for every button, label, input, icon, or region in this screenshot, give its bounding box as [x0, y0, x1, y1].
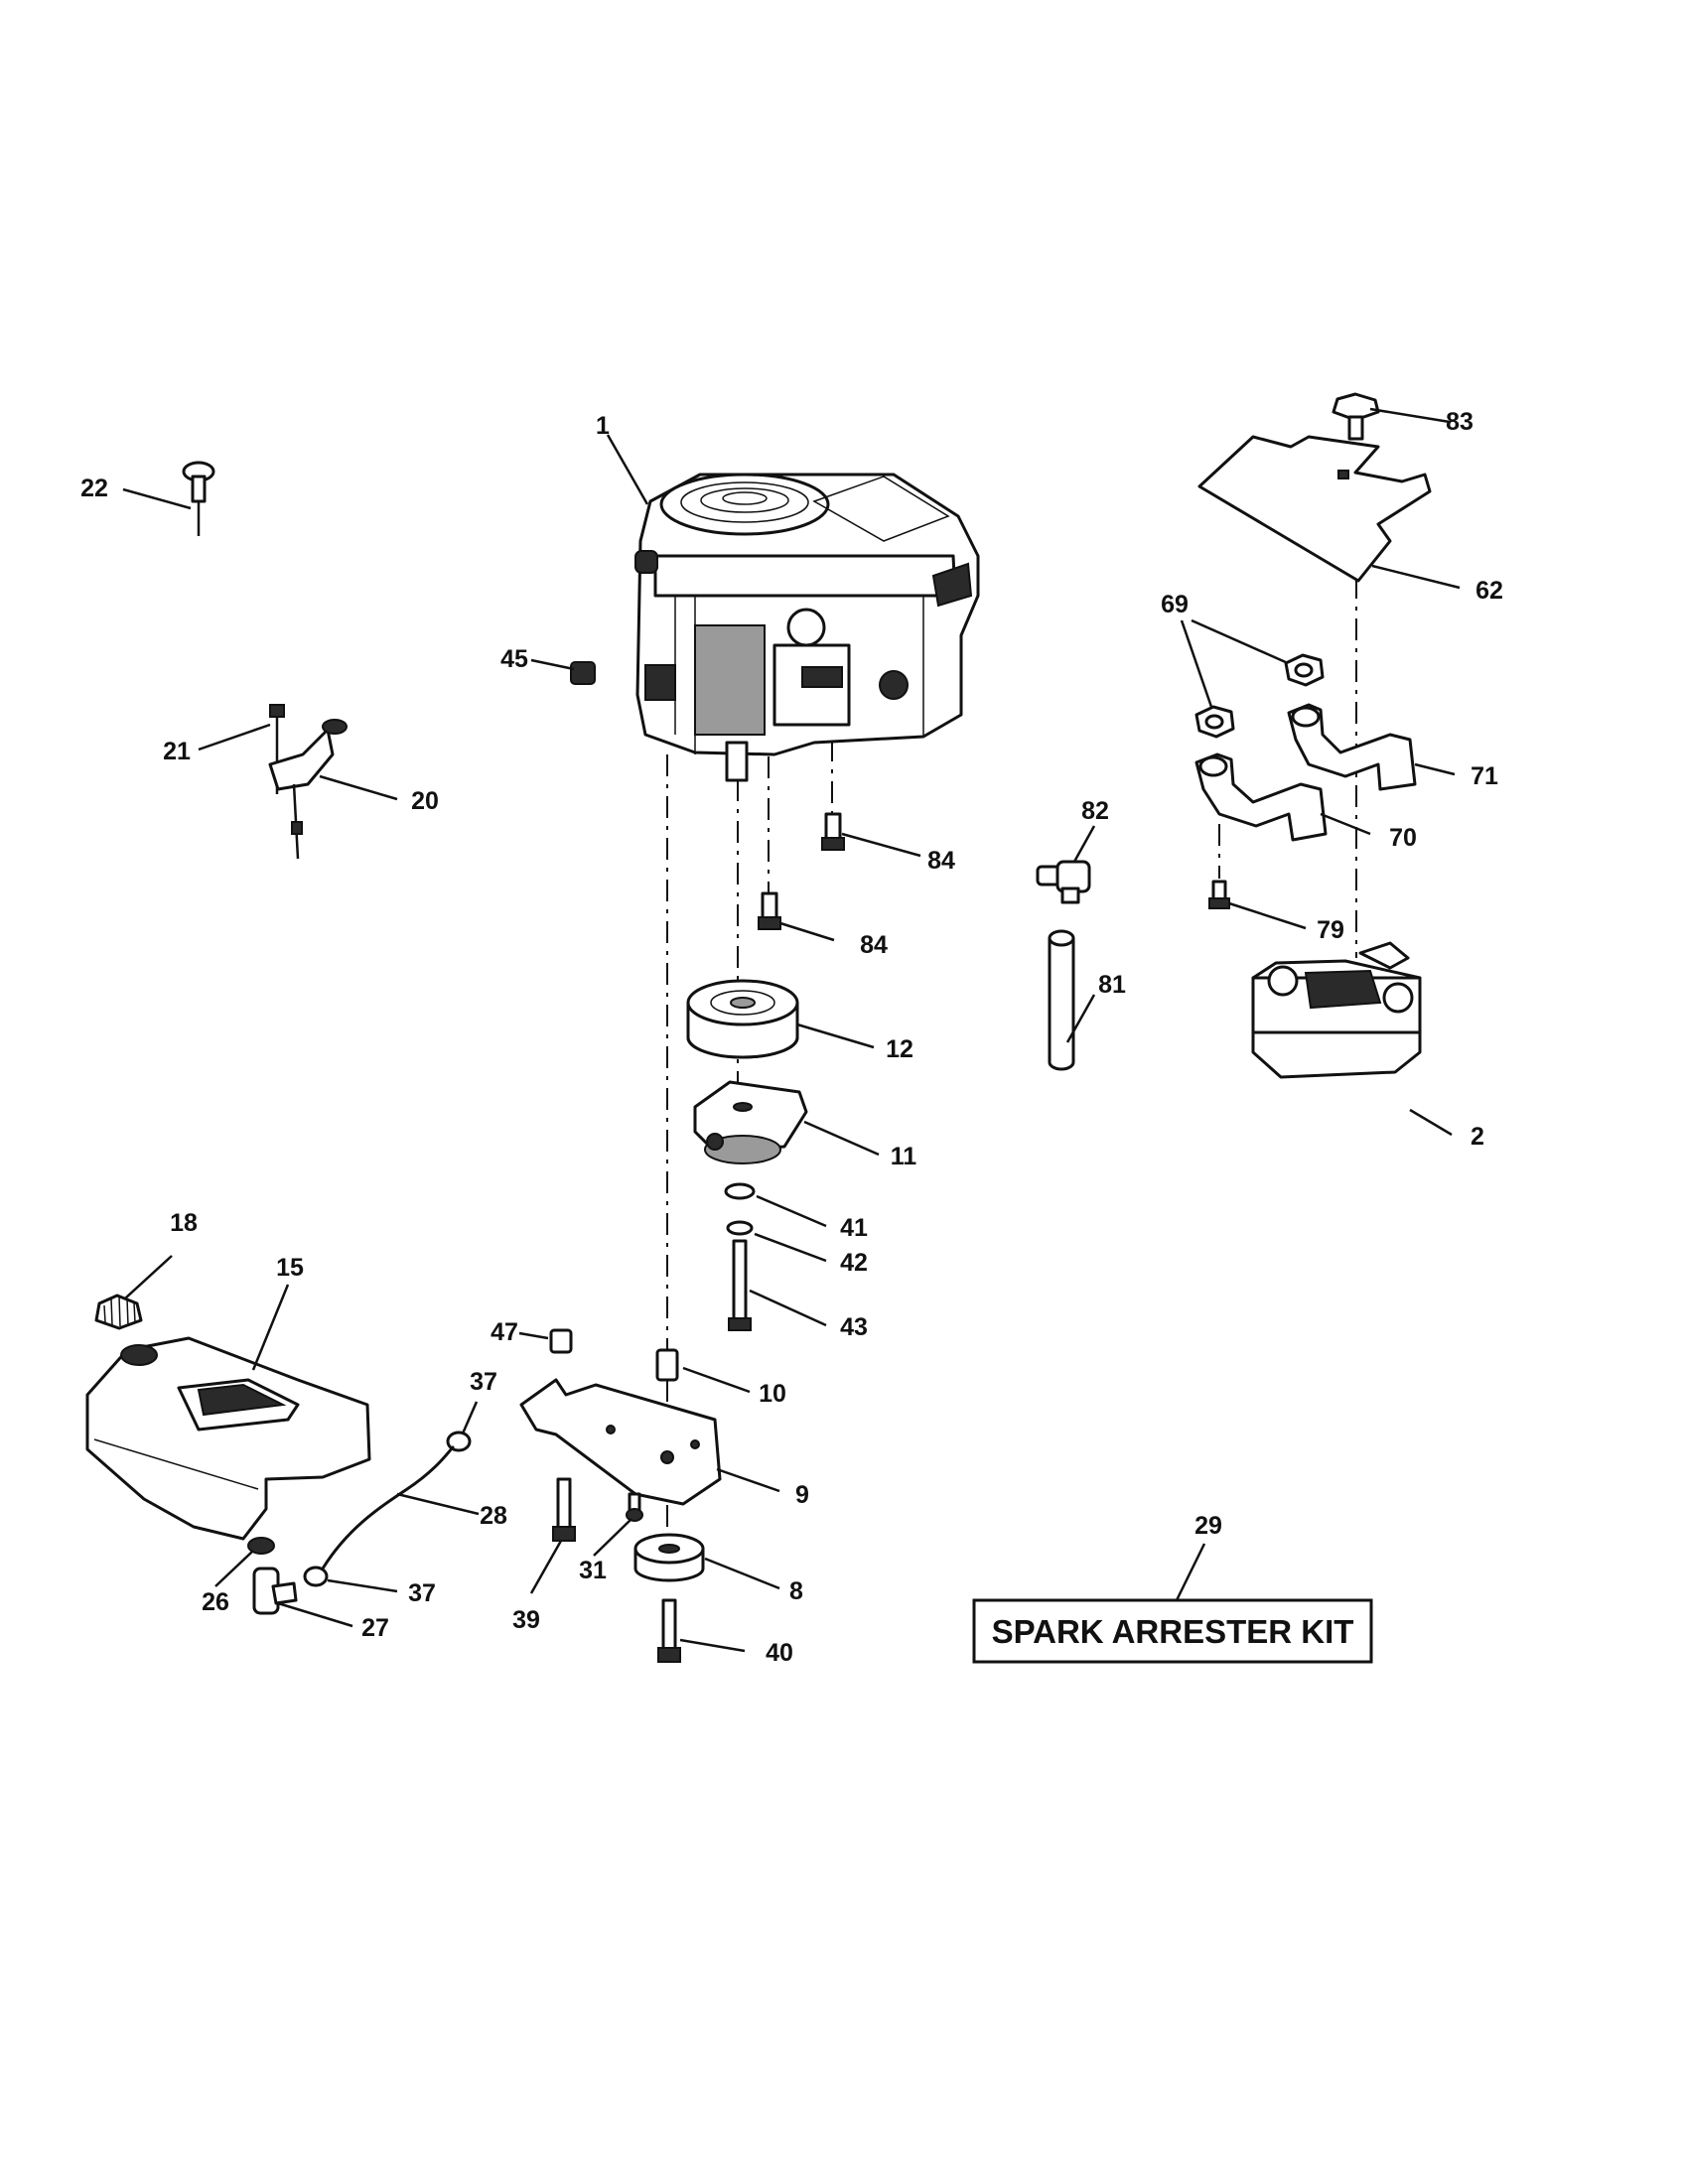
- callout-26: 26: [202, 1588, 229, 1616]
- part-71-exhaust-pipe: [1287, 703, 1417, 791]
- spark-arrester-kit-label: SPARK ARRESTER KIT: [992, 1613, 1354, 1650]
- callout-15: 15: [276, 1254, 304, 1282]
- callout-39: 39: [512, 1606, 540, 1634]
- part-79-bolt: [1208, 880, 1230, 909]
- part-62-heat-shield: [1197, 435, 1432, 583]
- part-20-throttle-control: [268, 719, 348, 860]
- part-31-screw: [626, 1492, 643, 1522]
- engine: [634, 473, 980, 782]
- part-45-nut: [570, 661, 596, 685]
- callout-79: 79: [1317, 916, 1344, 944]
- callout-45: 45: [500, 645, 528, 673]
- callout-labels: 1 2 8 9 10 11 12 15 18 20 21 22 26 27 28…: [80, 408, 1503, 1667]
- callout-8: 8: [789, 1577, 803, 1605]
- callout-31: 31: [579, 1557, 607, 1584]
- part-11-clutch: [693, 1080, 808, 1164]
- callout-29: 29: [1194, 1512, 1222, 1540]
- part-41-washer: [724, 1182, 756, 1200]
- part-15-fuel-tank: [85, 1336, 371, 1541]
- callout-62: 62: [1475, 577, 1503, 605]
- callout-1: 1: [596, 412, 610, 440]
- callout-22: 22: [80, 475, 108, 502]
- callout-18: 18: [170, 1209, 198, 1237]
- part-27-shutoff-valve: [252, 1567, 298, 1615]
- callout-28: 28: [480, 1502, 507, 1530]
- part-81-pipe: [1048, 929, 1075, 1071]
- spark-arrester-kit-box: SPARK ARRESTER KIT: [972, 1598, 1373, 1664]
- part-12-pulley: [686, 979, 799, 1059]
- callout-83: 83: [1446, 408, 1474, 436]
- part-10-spacer: [655, 1348, 679, 1382]
- callout-47: 47: [491, 1318, 518, 1346]
- part-84-bolt-lower: [758, 891, 781, 930]
- part-37-clamp-lower: [303, 1566, 329, 1587]
- callout-84-upper: 84: [927, 847, 955, 875]
- part-43-bolt: [728, 1239, 752, 1331]
- part-9-bracket: [519, 1378, 722, 1506]
- callout-11: 11: [891, 1143, 917, 1170]
- part-8-idler-pulley: [633, 1533, 705, 1582]
- part-22-bolt: [182, 461, 215, 536]
- part-84-bolt-upper: [821, 812, 845, 851]
- part-39-bolt: [552, 1477, 576, 1542]
- part-2-muffler: [1251, 941, 1422, 1079]
- part-82-fitting: [1036, 860, 1091, 904]
- callout-37-lower: 37: [408, 1579, 436, 1607]
- leader-lines: [122, 407, 1461, 1653]
- part-28-fuel-line: [321, 1445, 455, 1570]
- part-40-bolt: [657, 1598, 681, 1663]
- callout-9: 9: [795, 1481, 809, 1509]
- callout-40: 40: [766, 1639, 793, 1667]
- callout-37-upper: 37: [470, 1368, 497, 1396]
- callout-21: 21: [163, 738, 191, 765]
- callout-20: 20: [411, 787, 439, 815]
- part-37-clamp-upper: [446, 1431, 472, 1452]
- callout-12: 12: [886, 1035, 913, 1063]
- callout-84-lower: 84: [860, 931, 888, 959]
- part-18-fuel-cap: [94, 1294, 143, 1330]
- callout-69: 69: [1161, 591, 1189, 618]
- part-70-exhaust-pipe: [1194, 752, 1328, 842]
- callout-70: 70: [1389, 824, 1417, 852]
- callout-81: 81: [1098, 971, 1126, 999]
- part-83-bolt: [1332, 392, 1380, 441]
- callout-43: 43: [840, 1313, 868, 1341]
- part-69-gasket-a: [1284, 653, 1325, 687]
- part-69-gasket-b: [1194, 705, 1235, 739]
- callout-42: 42: [840, 1249, 868, 1277]
- part-47-spacer: [549, 1328, 573, 1354]
- callout-82: 82: [1081, 797, 1109, 825]
- callout-2: 2: [1471, 1123, 1484, 1151]
- part-42-washer: [726, 1220, 754, 1236]
- callout-10: 10: [759, 1380, 786, 1408]
- part-26-grommet: [247, 1537, 275, 1555]
- callout-41: 41: [840, 1214, 868, 1242]
- callout-71: 71: [1471, 762, 1498, 790]
- callout-27: 27: [361, 1614, 389, 1642]
